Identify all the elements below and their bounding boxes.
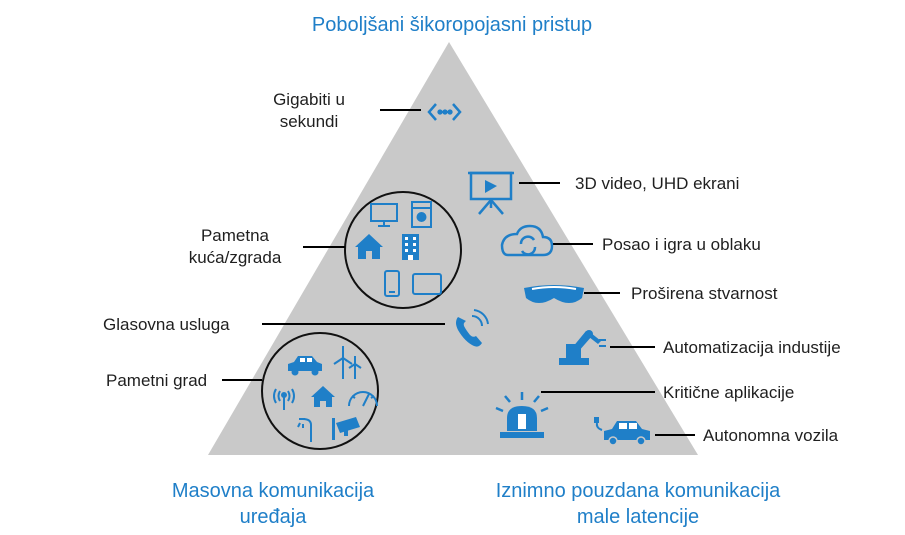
gigabit-label-line1: Gigabiti u — [273, 90, 345, 109]
house-icon — [355, 234, 383, 259]
antenna-signal-icon — [273, 388, 295, 410]
ar-label: Proširena stvarnost — [631, 284, 778, 303]
smart-home-label: Pametna kuća/zgrada — [170, 225, 300, 269]
bottom-left-line2: uređaja — [239, 506, 307, 528]
top-category-title: Poboljšani šikoropojasni pristup — [311, 14, 593, 36]
automation-label: Automatizacija industije — [663, 338, 841, 357]
city-house-icon — [311, 386, 335, 407]
washing-machine-icon — [411, 201, 432, 228]
vehicles-label: Autonomna vozila — [703, 426, 839, 445]
robot-arm-icon — [559, 330, 606, 365]
smart-home-label-line1: Pametna — [200, 226, 270, 245]
smart-home-label-line2: kuća/zgrada — [188, 248, 282, 267]
ar-glasses-icon — [524, 285, 584, 303]
bottom-right-line1: Iznimno pouzdana komunikacija — [495, 480, 781, 502]
smartphone-icon — [384, 270, 400, 297]
connector-lines — [222, 109, 695, 436]
security-camera-icon — [332, 417, 360, 440]
bottom-left-category: Masovna komunikacija uređaja — [128, 478, 418, 530]
smart-city-label: Pametni grad — [106, 371, 208, 390]
building-icon — [402, 234, 419, 260]
electric-car-icon — [594, 417, 650, 446]
gigabit-arrows-icon — [427, 103, 462, 121]
bottom-right-line2: male latencije — [576, 506, 700, 528]
cloud-label: Posao i igra u oblaku — [602, 235, 761, 254]
smart-city-circle — [261, 332, 379, 450]
tablet-icon — [412, 273, 442, 295]
tv-icon — [370, 203, 398, 227]
gigabit-label: Gigabiti u sekundi — [254, 89, 364, 133]
smart-home-circle — [344, 191, 462, 309]
phone-icon — [456, 309, 489, 347]
voice-label: Glasovna usluga — [103, 315, 230, 334]
speedometer-icon — [348, 391, 378, 407]
gigabit-label-line2: sekundi — [279, 112, 339, 131]
video-screen-icon — [468, 171, 514, 215]
bottom-right-category: Iznimno pouzdana komunikacija male laten… — [448, 478, 828, 530]
emergency-beacon-icon — [495, 392, 549, 438]
wind-turbine-icon — [333, 346, 362, 379]
video-label: 3D video, UHD ekrani — [575, 174, 740, 193]
car-icon — [288, 356, 322, 376]
street-lamp-icon — [297, 418, 312, 442]
critical-label: Kritične aplikacije — [663, 383, 795, 402]
bottom-left-line1: Masovna komunikacija — [171, 480, 375, 502]
cloud-sync-icon — [500, 224, 554, 257]
